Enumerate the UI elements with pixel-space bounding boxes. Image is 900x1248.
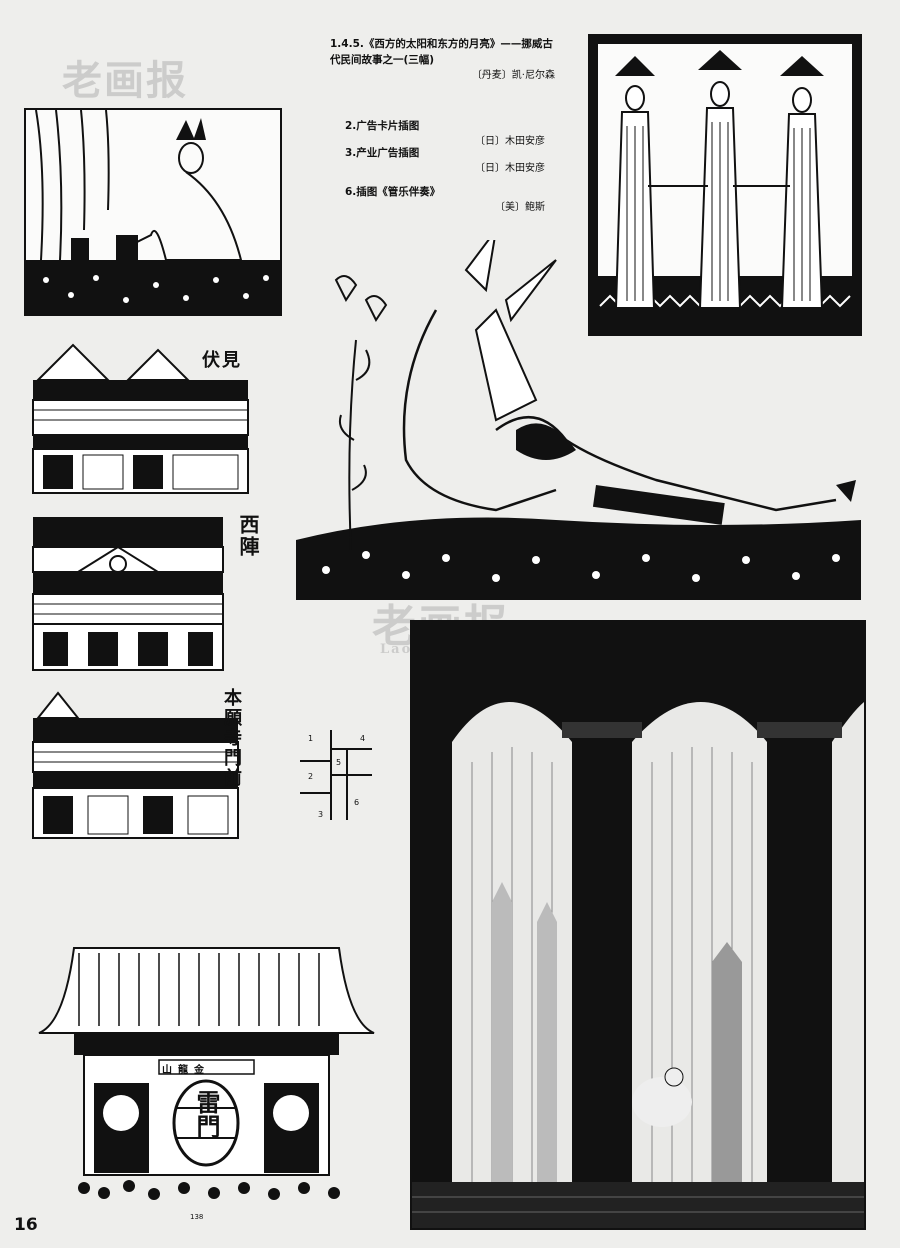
illustration-arched-hall: [410, 620, 866, 1230]
gate-sign: 山龍金: [162, 1065, 210, 1076]
key-number-4: 4: [360, 734, 366, 743]
label-honganji: 本願寺門前: [221, 688, 242, 788]
small-number: 138: [190, 1213, 204, 1221]
label-nishijin: 西陣: [236, 514, 260, 558]
key-number-6: 6: [354, 798, 360, 807]
gate-lantern-text: 雷門: [192, 1090, 221, 1138]
key-line: [346, 750, 348, 820]
illustration-reclining-figure: [296, 240, 861, 600]
layout-key-diagram: 1 4 2 5 3 6: [300, 730, 372, 820]
key-number-1: 1: [308, 734, 314, 743]
caption-1-4-5: 1.4.5.《西方的太阳和东方的月亮》——挪威古代民间故事之一(三幅) 〔丹麦〕…: [330, 38, 555, 81]
key-line: [332, 774, 372, 776]
illustration-kaminarimon-gate: [34, 938, 379, 1223]
caption-3: 3.产业广告插图 〔日〕木田安彦: [345, 147, 545, 174]
illustration-three-figures: [588, 34, 862, 336]
caption-6: 6.插图《管乐伴奏》 〔美〕鲍斯: [345, 186, 545, 213]
page-number: 16: [14, 1215, 38, 1235]
key-line: [300, 760, 330, 762]
key-number-3: 3: [318, 810, 324, 819]
key-number-2: 2: [308, 772, 314, 781]
key-line: [330, 730, 332, 820]
key-number-5: 5: [336, 758, 342, 767]
illustration-building-fushimi: [28, 340, 253, 495]
key-line: [330, 748, 372, 750]
watermark-logo-top: 老画报: [62, 57, 188, 104]
illustration-building-honganji: [28, 688, 243, 840]
illustration-kneeling-figure: [24, 108, 282, 316]
caption-2: 2.广告卡片插图 〔日〕木田安彦: [345, 120, 545, 147]
key-line: [300, 792, 330, 794]
label-fushimi: 伏見: [202, 350, 242, 371]
illustration-building-nishijin: [28, 512, 228, 672]
